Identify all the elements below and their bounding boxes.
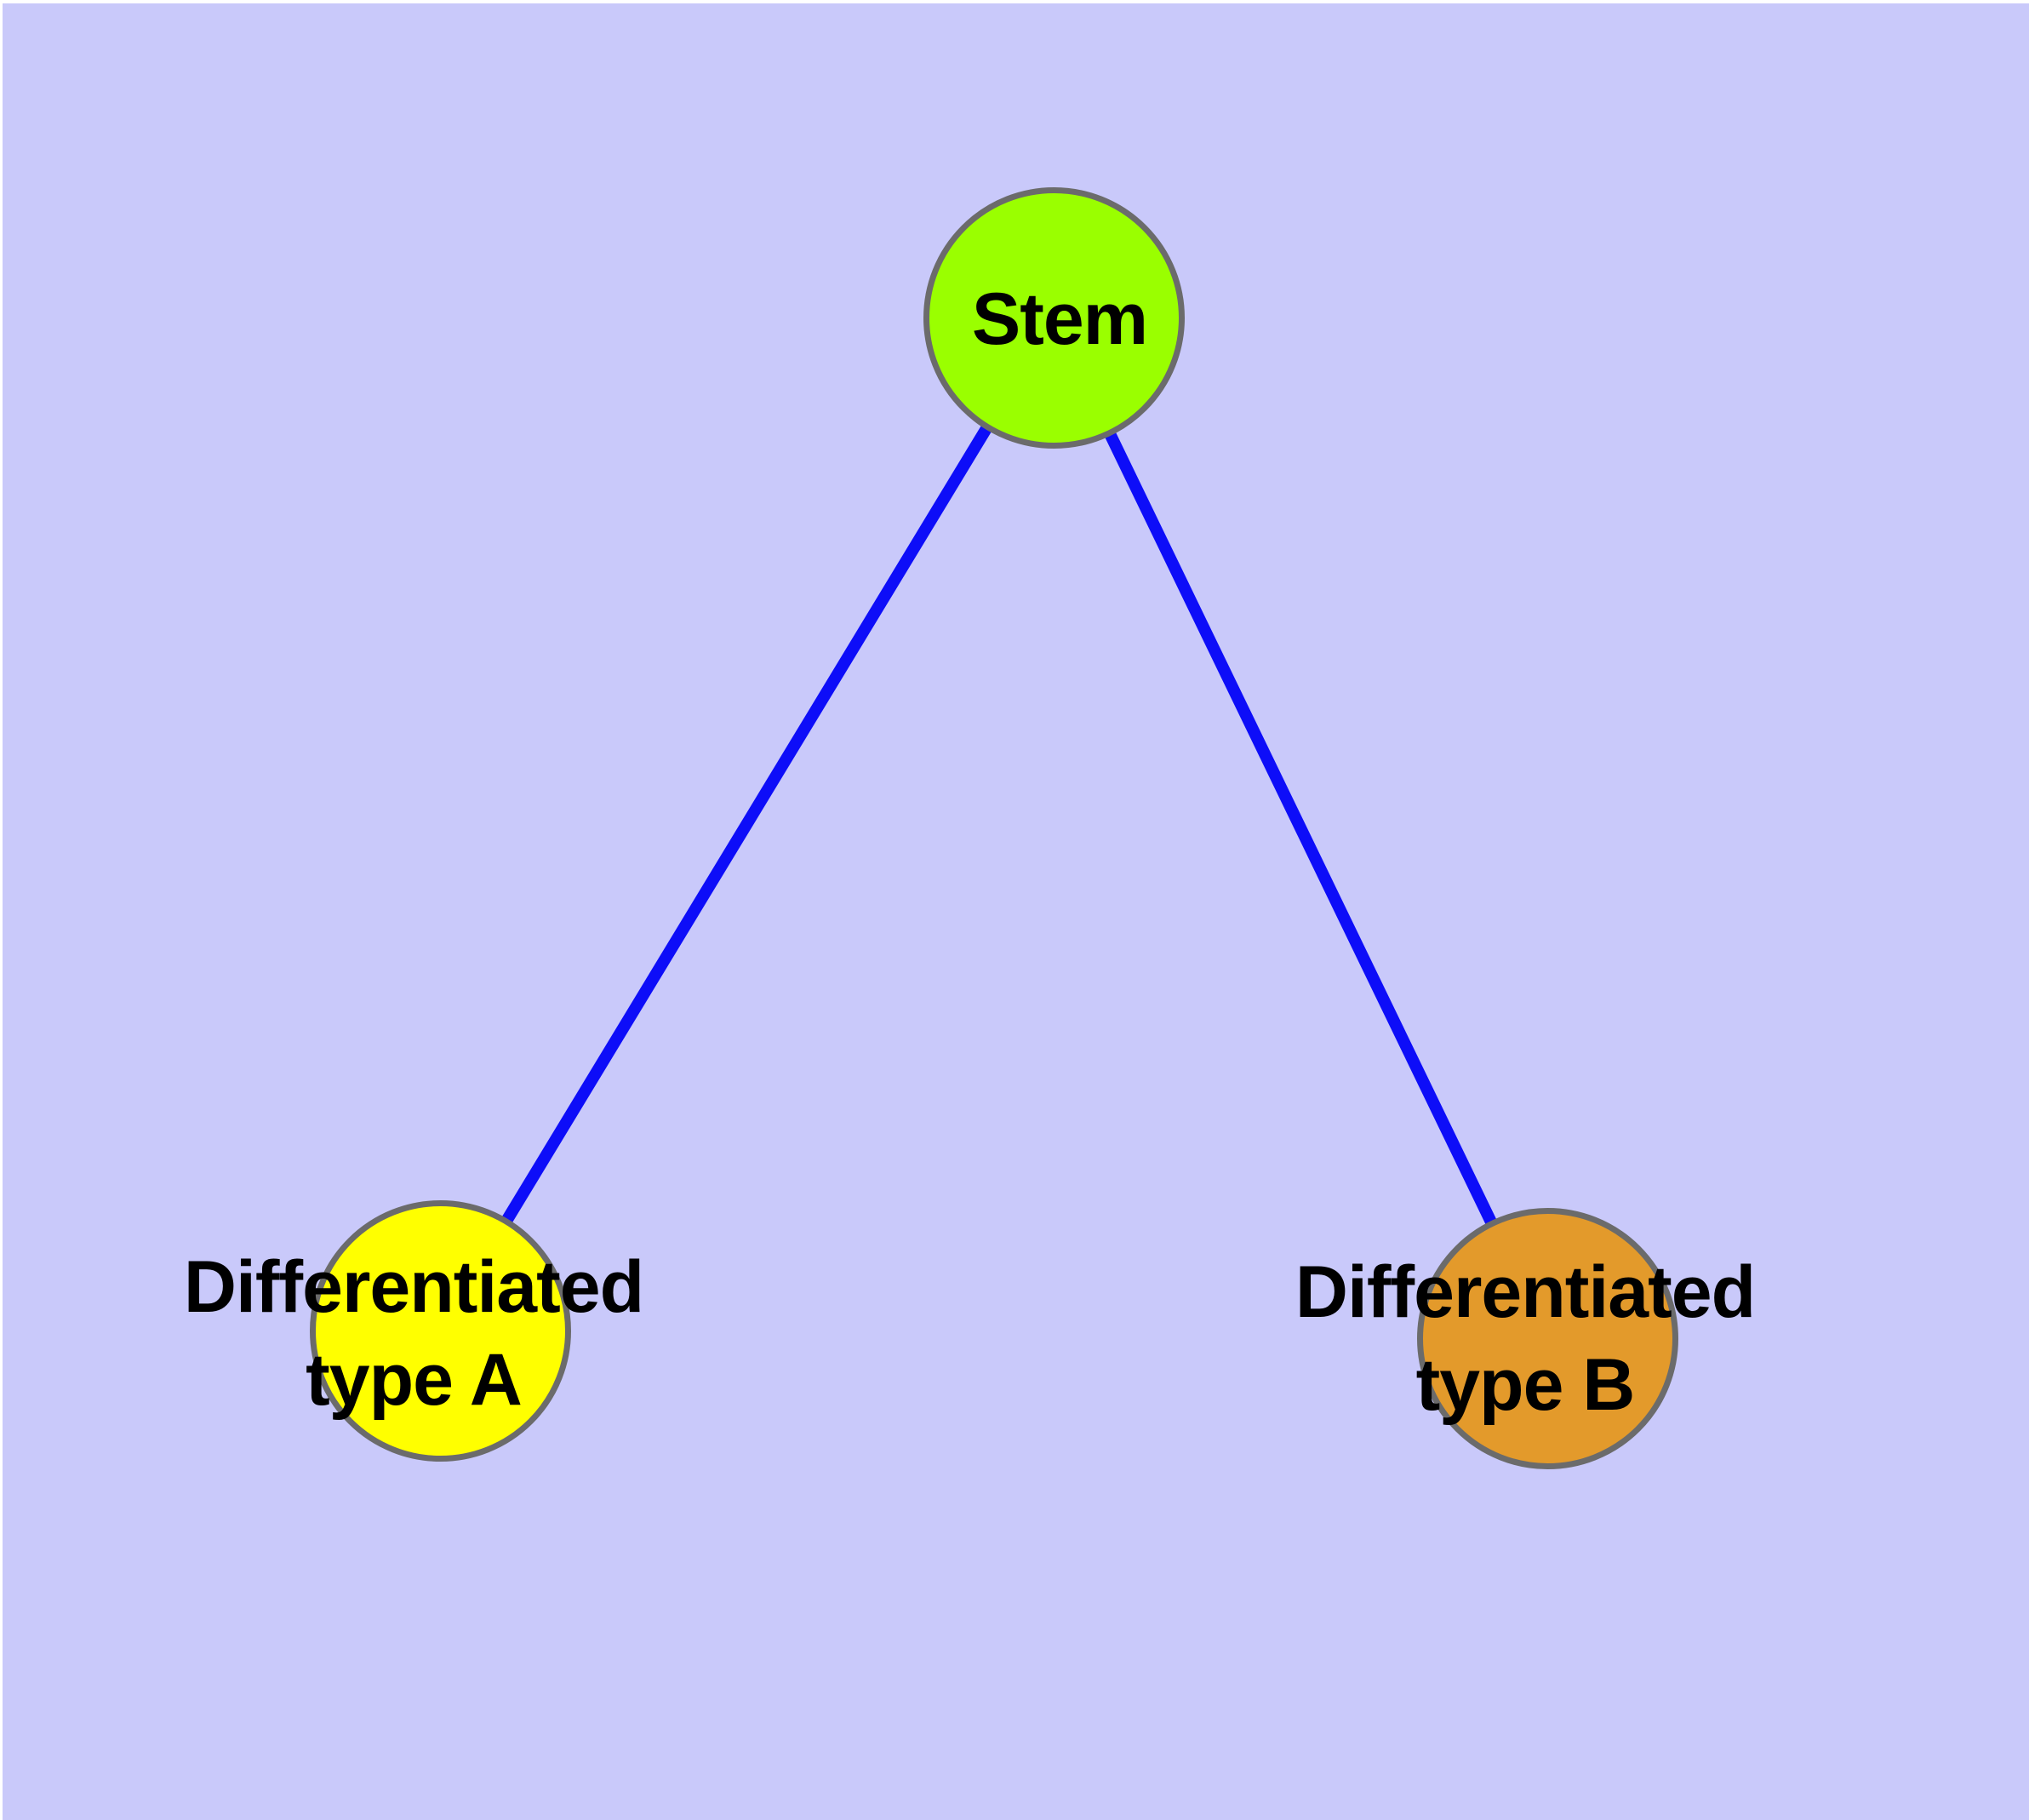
node-stem — [923, 186, 1185, 449]
node-differentiated-type-a — [309, 1199, 571, 1462]
edge-stem-to-diff-b — [1048, 314, 1553, 1342]
edge-stem-to-diff-a — [435, 314, 1059, 1334]
node-differentiated-type-b — [1416, 1207, 1678, 1469]
